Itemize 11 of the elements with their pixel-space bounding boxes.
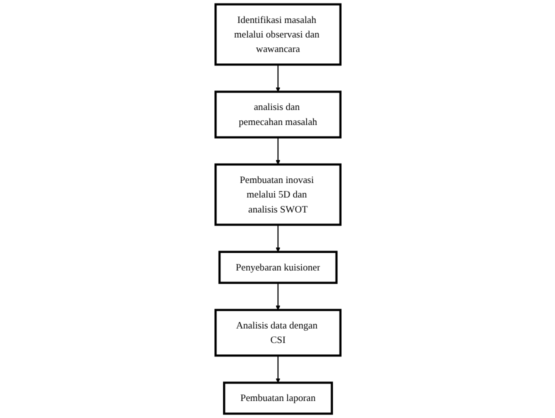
arrow: [275, 282, 280, 310]
node-box: Pembuatan laporan: [222, 382, 332, 415]
arrow: [275, 224, 280, 252]
node-box: analisis dan pemecahan masalah: [214, 90, 342, 138]
node-box: Identifikasi masalah melalui observasi dan wawancara: [214, 3, 342, 66]
arrow: [275, 356, 280, 383]
node-box: Penyebaran kuisioner: [218, 250, 338, 284]
node-box: Analisis data dengan CSI: [214, 308, 342, 357]
arrow: [275, 64, 280, 92]
node-box: Pembuatan inovasi melalui 5D dan analisis SWOT: [214, 163, 342, 226]
arrow: [275, 137, 280, 165]
